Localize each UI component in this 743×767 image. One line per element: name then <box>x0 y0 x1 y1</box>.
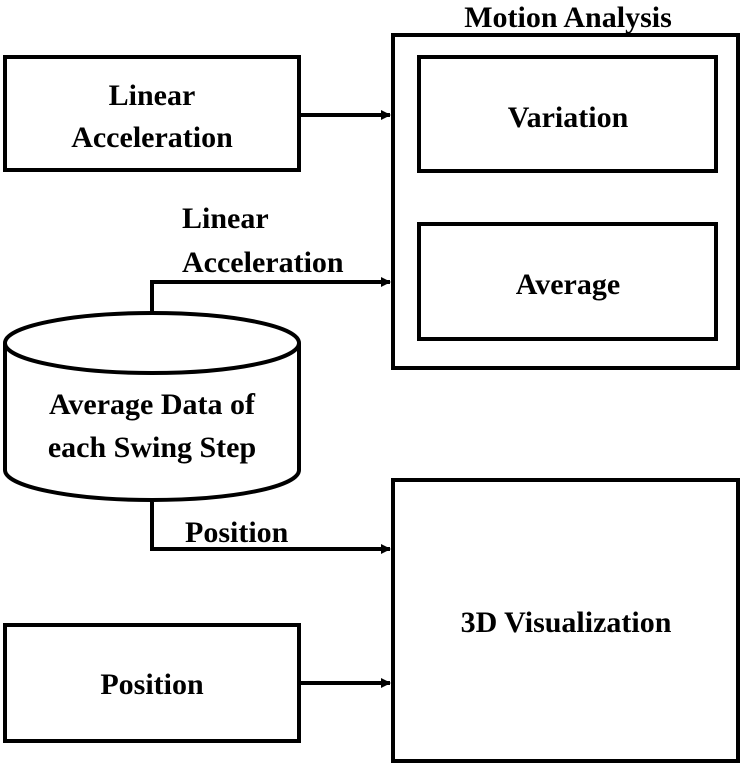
linear-acceleration-input-line2: Acceleration <box>71 121 233 154</box>
db-arrow-label-line1: Linear <box>182 202 269 235</box>
linear-acceleration-input: Linear Acceleration <box>3 55 301 172</box>
variation-box <box>417 55 718 173</box>
arrow-database-to-visualization <box>150 502 391 554</box>
variation-label: Variation <box>508 101 629 134</box>
visualization-box: 3D Visualization <box>391 478 740 763</box>
db-position-label: Position <box>185 516 289 549</box>
average-box <box>417 222 718 341</box>
average-label: Average <box>516 268 620 301</box>
database-cylinder: Average Data of each Swing Step <box>2 311 301 502</box>
position-input: Position <box>3 623 301 743</box>
database-label-line2: each Swing Step <box>48 431 256 464</box>
motion-analysis-group: Motion Analysis Variation Average <box>391 1 740 370</box>
linear-acceleration-input-line1: Linear <box>109 79 196 112</box>
db-arrow-label-line2: Acceleration <box>182 246 344 279</box>
visualization-label: 3D Visualization <box>461 606 672 639</box>
motion-analysis-title: Motion Analysis <box>464 1 672 34</box>
database-label-line1: Average Data of <box>49 388 256 421</box>
position-input-label: Position <box>100 668 204 701</box>
